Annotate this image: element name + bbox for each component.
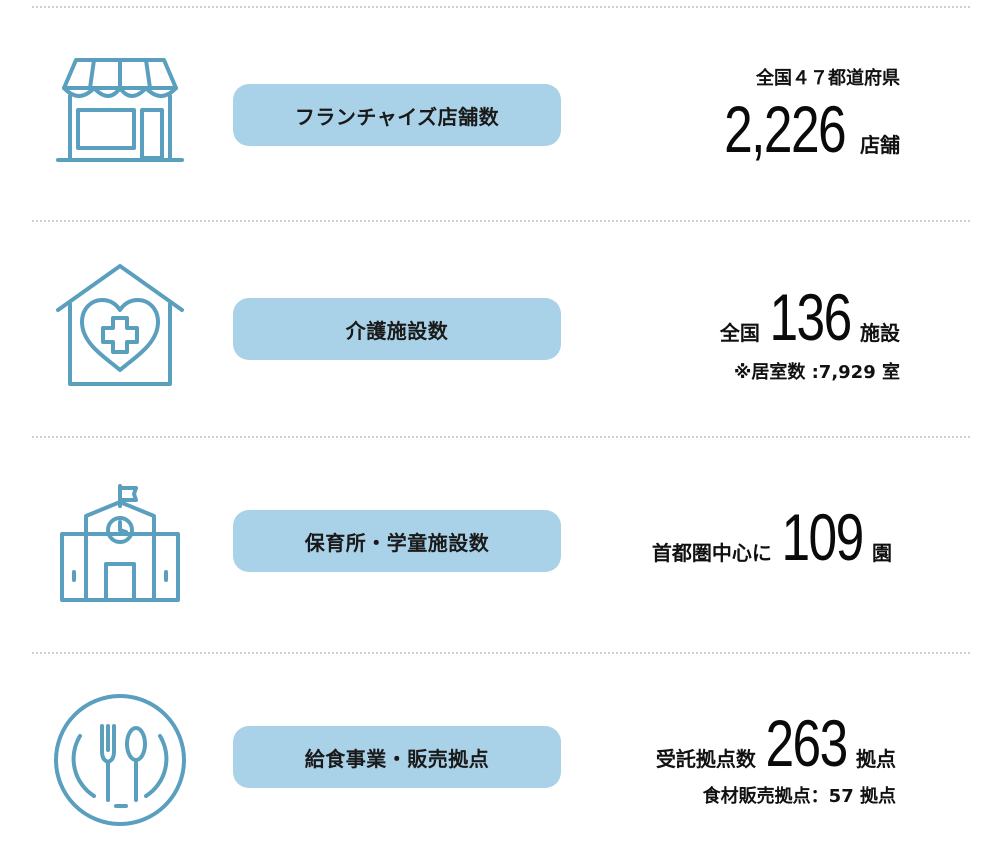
meal-plate-icon bbox=[50, 690, 190, 830]
divider-3 bbox=[32, 652, 970, 654]
stat-bottom-note: 食材販売拠点：57 拠点 bbox=[702, 786, 896, 807]
stat-unit: 施設 bbox=[860, 321, 900, 345]
stat-number: 136 bbox=[769, 280, 852, 354]
stat-unit: 店舗 bbox=[860, 133, 900, 157]
label-franchise-stores: フランチャイズ店舗数 bbox=[233, 84, 561, 146]
stat-catering-sales: 受託拠点数 263 拠点 食材販売拠点：57 拠点 bbox=[656, 710, 896, 808]
stat-number: 2,226 bbox=[723, 92, 847, 166]
label-care-facilities: 介護施設数 bbox=[233, 298, 561, 360]
label-nursery-facilities: 保育所・学童施設数 bbox=[233, 510, 561, 572]
store-icon bbox=[50, 46, 190, 186]
stat-unit: 園 bbox=[872, 541, 892, 565]
care-home-icon bbox=[50, 258, 190, 398]
divider-top bbox=[32, 6, 970, 8]
stat-bottom-note: ※居室数 :7,929 室 bbox=[733, 362, 900, 383]
stat-franchise-stores: 全国４７都道府県 2,226 店舗 bbox=[715, 64, 900, 162]
school-icon bbox=[50, 472, 190, 612]
stat-top-note: 全国４７都道府県 bbox=[756, 68, 900, 89]
label-catering-sales: 給食事業・販売拠点 bbox=[233, 726, 561, 788]
stat-number: 263 bbox=[765, 706, 848, 780]
stat-unit: 拠点 bbox=[856, 747, 896, 771]
divider-2 bbox=[32, 436, 970, 438]
stat-number: 109 bbox=[781, 500, 864, 574]
stat-prefix: 受託拠点数 bbox=[655, 747, 756, 771]
stat-care-facilities: 全国 136 施設 ※居室数 :7,929 室 bbox=[720, 284, 900, 384]
divider-1 bbox=[32, 220, 970, 222]
stat-nursery-facilities: 首都圏中心に 109 園 bbox=[652, 504, 892, 570]
stat-prefix: 首都圏中心に bbox=[651, 541, 772, 565]
stat-prefix: 全国 bbox=[719, 321, 760, 345]
